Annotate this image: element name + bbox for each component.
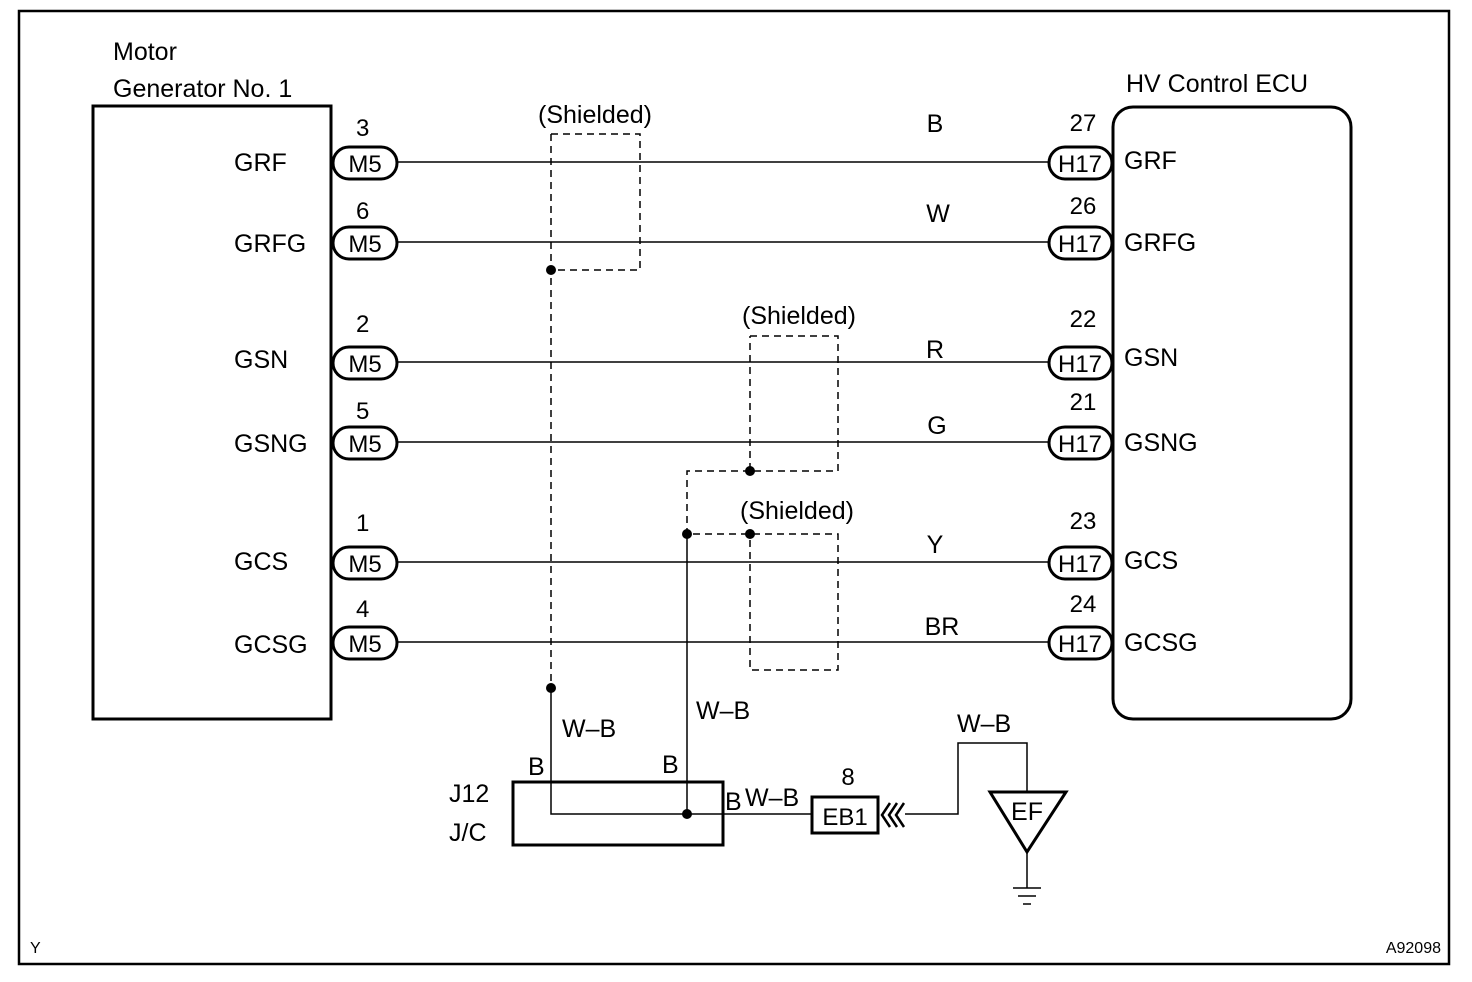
- signal-row-gsng: GSNG 5 M5 G 21 H17 GSNG: [234, 389, 1198, 461]
- right-terminal-label: GCSG: [1124, 629, 1198, 657]
- ground-wires: [550, 534, 1041, 905]
- jc-pin-b-3: B: [725, 788, 742, 816]
- outer-frame: [17, 9, 1451, 966]
- jc-label-j12: J12: [449, 780, 489, 808]
- signal-row-gcs: GCS 1 M5 Y 23 H17 GCS: [234, 508, 1178, 581]
- junction-connector-box: [511, 780, 725, 847]
- right-connector-shape: [1047, 145, 1114, 181]
- right-connector-label: H17: [1058, 351, 1102, 378]
- motor-generator-box: [91, 104, 333, 721]
- right-connector-shape: [1047, 545, 1114, 581]
- shield-label-3: (Shielded): [740, 497, 854, 525]
- left-connector-shape: [331, 425, 399, 461]
- signal-wires: [398, 161, 1049, 643]
- ground-point-triangle: [987, 790, 1069, 855]
- right-pin-number: 22: [1070, 306, 1097, 333]
- right-terminal-label: GCS: [1124, 547, 1178, 575]
- left-connector-shape: [331, 225, 399, 261]
- left-pin-number: 1: [356, 510, 369, 537]
- wire-color-label: BR: [925, 613, 960, 641]
- right-terminal-label: GSNG: [1124, 429, 1198, 457]
- left-connector-label: M5: [348, 431, 381, 458]
- left-pin-number: 2: [356, 311, 369, 338]
- wire-label-wb-3: W–B: [745, 784, 799, 812]
- left-connector-shape: [331, 345, 399, 381]
- right-pin-number: 21: [1070, 389, 1097, 416]
- right-connector-label: H17: [1058, 231, 1102, 258]
- right-terminal-label: GRFG: [1124, 229, 1196, 257]
- junction-dots: [546, 265, 755, 819]
- right-connector-label: H17: [1058, 551, 1102, 578]
- signal-row-grfg: GRFG 6 M5 W 26 H17 GRFG: [234, 193, 1196, 261]
- eb1-connector-label: EB1: [822, 804, 867, 831]
- ground-point-label: EF: [1011, 798, 1043, 826]
- left-terminal-label: GRF: [234, 149, 287, 177]
- wire-color-label: B: [927, 110, 944, 138]
- left-connector-label: M5: [348, 351, 381, 378]
- left-connector-shape: [331, 625, 399, 661]
- left-connector-label: M5: [348, 631, 381, 658]
- left-pin-number: 4: [356, 596, 369, 623]
- left-terminal-label: GRFG: [234, 230, 306, 258]
- left-pin-number: 6: [356, 198, 369, 225]
- shield-lines: [550, 133, 839, 688]
- wire-label-wb-4: W–B: [957, 710, 1011, 738]
- shield-label-1: (Shielded): [538, 101, 652, 129]
- jc-pin-b-1: B: [528, 753, 545, 781]
- right-connector-shape: [1047, 345, 1114, 381]
- left-connector-label: M5: [348, 551, 381, 578]
- right-connector-shape: [1047, 225, 1114, 261]
- corner-label-left: Y: [30, 940, 41, 957]
- motor-generator-title-2: Generator No. 1: [113, 75, 292, 103]
- jc-pin-b-2: B: [662, 751, 679, 779]
- left-terminal-label: GSN: [234, 346, 288, 374]
- ecu-title: HV Control ECU: [1126, 70, 1308, 98]
- wire-color-label: R: [926, 336, 944, 364]
- eb1-connector-box: [810, 795, 880, 835]
- signal-row-grf: GRF 3 M5 B 27 H17 GRF: [234, 110, 1177, 181]
- left-pin-number: 5: [356, 398, 369, 425]
- corner-label-right: A92098: [1386, 940, 1441, 957]
- signal-row-gsn: GSN 2 M5 R 22 H17 GSN: [234, 306, 1178, 381]
- right-connector-shape: [1047, 425, 1114, 461]
- left-connector-shape: [331, 145, 399, 181]
- shield-label-2: (Shielded): [742, 302, 856, 330]
- left-terminal-label: GCS: [234, 548, 288, 576]
- right-terminal-label: GRF: [1124, 147, 1177, 175]
- left-connector-label: M5: [348, 151, 381, 178]
- left-pin-number: 3: [356, 115, 369, 142]
- left-connector-shape: [331, 545, 399, 581]
- wire-color-label: Y: [927, 531, 944, 559]
- right-pin-number: 23: [1070, 508, 1097, 535]
- ecu-box: [1111, 105, 1353, 721]
- right-pin-number: 26: [1070, 193, 1097, 220]
- motor-generator-title-1: Motor: [113, 38, 177, 66]
- right-connector-label: H17: [1058, 431, 1102, 458]
- signal-row-gcsg: GCSG 4 M5 BR 24 H17 GCSG: [234, 591, 1198, 661]
- right-terminal-label: GSN: [1124, 344, 1178, 372]
- wire-label-wb-1: W–B: [562, 715, 616, 743]
- left-connector-label: M5: [348, 231, 381, 258]
- right-connector-shape: [1047, 625, 1114, 661]
- left-terminal-label: GCSG: [234, 631, 308, 659]
- left-terminal-label: GSNG: [234, 430, 308, 458]
- right-pin-number: 24: [1070, 591, 1097, 618]
- right-pin-number: 27: [1070, 110, 1097, 137]
- eb-pin-number: 8: [841, 764, 854, 791]
- connector-chevron-icon: [880, 802, 906, 828]
- wire-color-label: G: [927, 412, 946, 440]
- right-connector-label: H17: [1058, 151, 1102, 178]
- right-connector-label: H17: [1058, 631, 1102, 658]
- jc-label-jc: J/C: [449, 819, 487, 847]
- wire-label-wb-2: W–B: [696, 697, 750, 725]
- wire-color-label: W: [926, 200, 950, 228]
